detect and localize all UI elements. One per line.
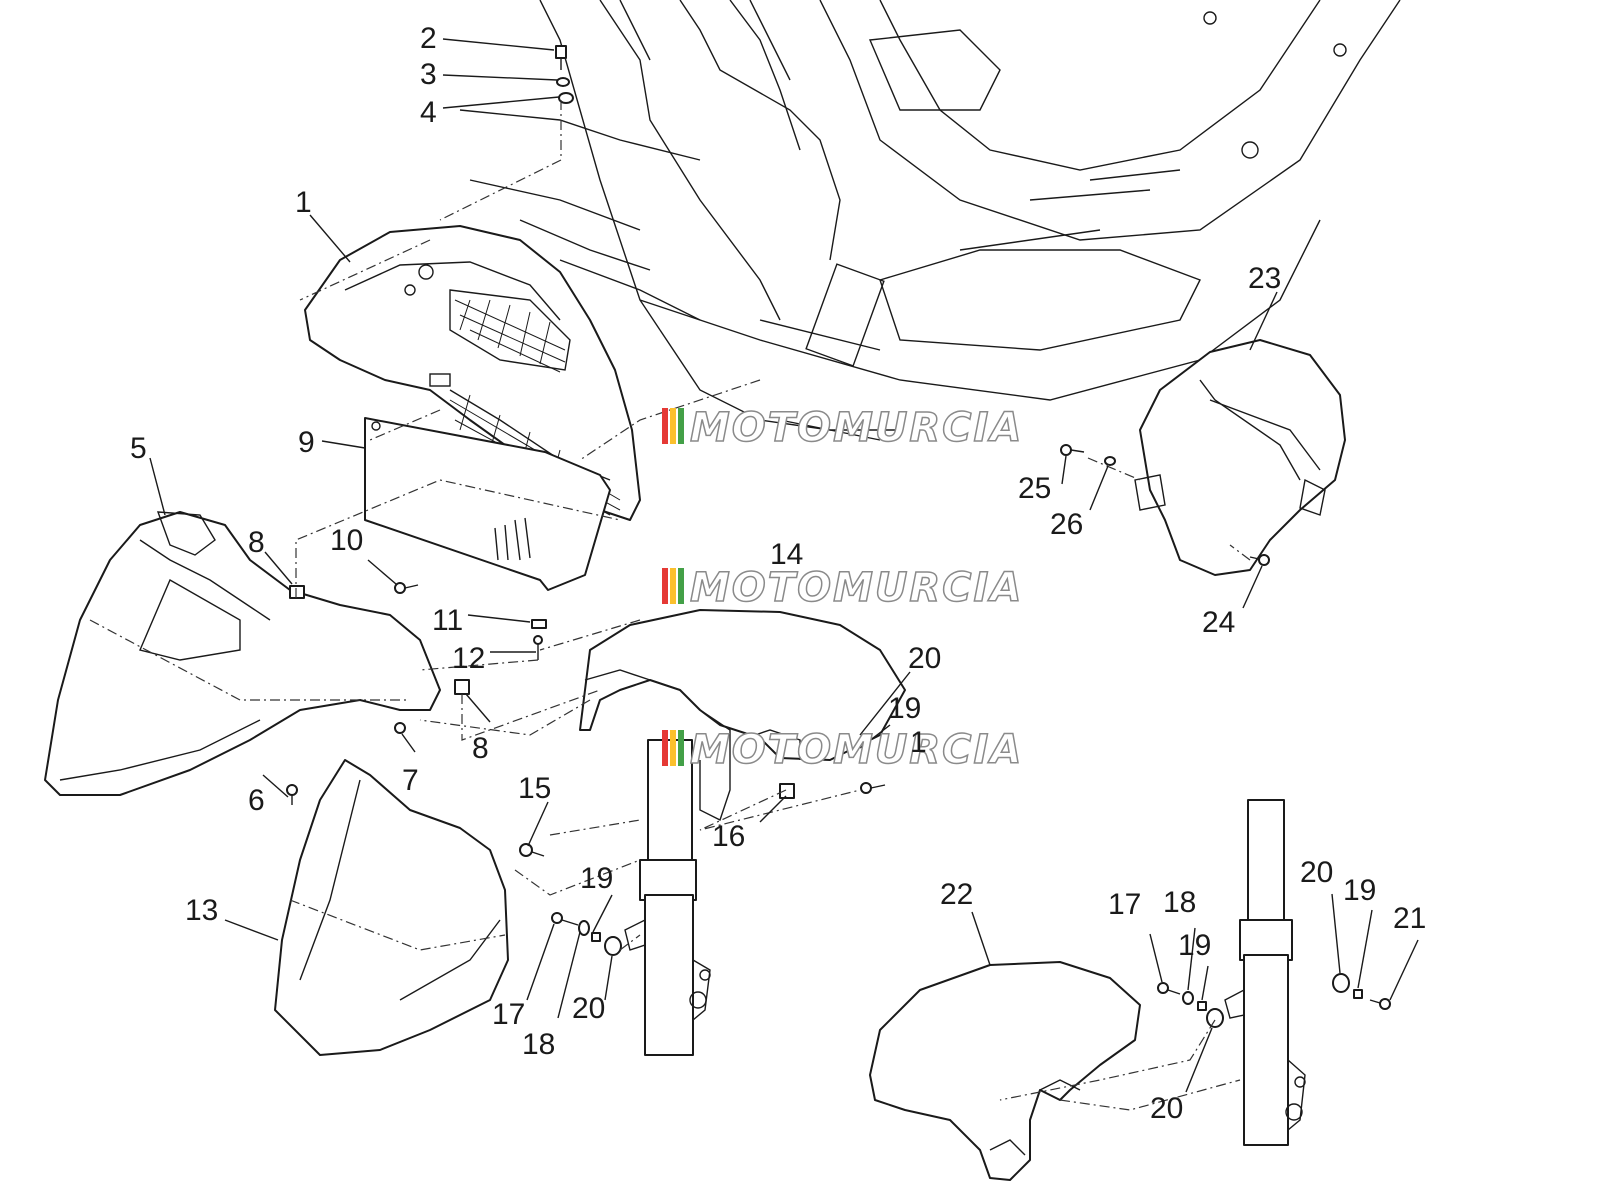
- callout-20: 20: [572, 992, 605, 1025]
- callout-4: 4: [420, 96, 437, 129]
- watermark-text: MOTOMURCIA: [690, 405, 1023, 451]
- watermark-stripe-red: [662, 408, 668, 444]
- callout-7: 7: [402, 764, 419, 797]
- front-fork-left: [624, 739, 711, 1056]
- watermark-stripe-yellow: [670, 408, 676, 444]
- hardware-fasteners: [286, 45, 1391, 1028]
- callout-18: 18: [1163, 886, 1196, 919]
- callout-11: 11: [432, 604, 463, 637]
- scooter-frame-chassis: [459, 0, 1401, 441]
- callout-labels: 2 3 4 1 5 9 8 10 11 12 8 7 6 14 20 19 1 …: [130, 22, 1426, 1125]
- assembly-lines: [295, 100, 1251, 1111]
- watermark-stripe-red: [662, 730, 668, 766]
- watermark-1: MOTOMURCIA: [662, 404, 1023, 452]
- callout-23: 23: [1248, 262, 1281, 295]
- watermark-2: MOTOMURCIA: [662, 564, 1023, 612]
- watermark-stripe-yellow: [670, 730, 676, 766]
- callout-1: 1: [910, 726, 927, 759]
- watermark-stripe-yellow: [670, 568, 676, 604]
- callout-16: 16: [712, 820, 745, 853]
- callout-17: 17: [492, 998, 525, 1031]
- callout-9: 9: [298, 426, 315, 459]
- part-5-front-shield: [44, 511, 441, 796]
- callout-26: 26: [1050, 508, 1083, 541]
- callout-17: 17: [1108, 888, 1141, 921]
- callout-19: 19: [1343, 874, 1376, 907]
- callout-13: 13: [185, 894, 218, 927]
- watermark-stripe-green: [678, 730, 684, 766]
- leader-lines: [149, 38, 1419, 1093]
- callout-19: 19: [580, 862, 613, 895]
- part-13-front-mudguard: [274, 759, 509, 1056]
- front-fork-right: [1224, 799, 1306, 1146]
- callout-21: 21: [1393, 902, 1426, 935]
- part-14-upper-fender: [579, 609, 906, 821]
- watermark-stripe-red: [662, 568, 668, 604]
- callout-19: 19: [888, 692, 921, 725]
- callout-20: 20: [908, 642, 941, 675]
- callout-19: 19: [1178, 929, 1211, 962]
- watermark-stripe-green: [678, 568, 684, 604]
- part-22-front-mudguard: [869, 961, 1141, 1181]
- callout-10: 10: [330, 524, 363, 557]
- callout-22: 22: [940, 878, 973, 911]
- callout-14: 14: [770, 538, 803, 571]
- callout-25: 25: [1018, 472, 1051, 505]
- callout-15: 15: [518, 772, 551, 805]
- callout-20: 20: [1150, 1092, 1183, 1125]
- callout-2: 2: [420, 22, 437, 55]
- callout-8: 8: [472, 732, 489, 765]
- callout-3: 3: [420, 58, 437, 91]
- callout-5: 5: [130, 432, 147, 465]
- watermark-3: MOTOMURCIA: [662, 726, 1023, 774]
- callout-12: 12: [452, 642, 485, 675]
- callout-20: 20: [1300, 856, 1333, 889]
- callout-8: 8: [248, 526, 265, 559]
- watermark-stripe-green: [678, 408, 684, 444]
- callout-6: 6: [248, 784, 265, 817]
- part-23-rear-hugger: [1134, 339, 1346, 576]
- part-9-inner-panel: [364, 417, 611, 591]
- watermark-text: MOTOMURCIA: [690, 565, 1023, 611]
- callout-24: 24: [1202, 606, 1235, 639]
- callout-1: 1: [295, 186, 312, 219]
- watermark-text: MOTOMURCIA: [690, 727, 1023, 773]
- callout-18: 18: [522, 1028, 555, 1061]
